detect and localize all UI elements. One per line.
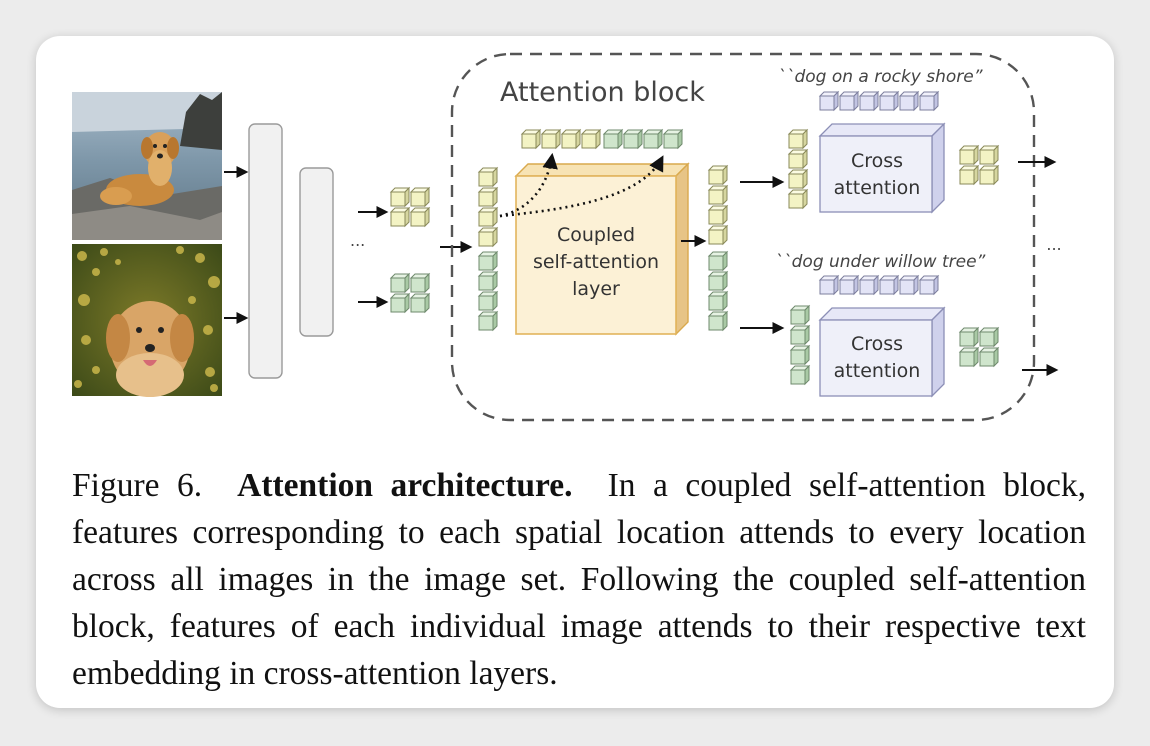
- attention-architecture-diagram: ... Attention block Coupled self-attenti…: [72, 52, 1062, 422]
- encoder-ellipsis: ...: [350, 231, 365, 250]
- coupled-layer-line-1: Coupled: [557, 224, 635, 246]
- image-tokens-cross-1: [788, 129, 808, 209]
- cross-attention-1-line-1: Cross: [851, 150, 903, 172]
- text-embedding-row-2: [819, 275, 939, 295]
- cross-attention-1-line-2: attention: [834, 177, 921, 199]
- cross-attention-block-1: [818, 122, 946, 214]
- attention-block-title: Attention block: [500, 77, 705, 108]
- cross-attention-2-line-2: attention: [834, 360, 921, 382]
- text-prompt-1: ``dog on a rocky shore”: [777, 67, 982, 87]
- image-tokens-cross-2: [790, 305, 810, 385]
- token-column-output: [708, 165, 728, 331]
- input-image-dog-willow-tree: [72, 244, 222, 397]
- input-image-dog-rocky-shore: [72, 92, 222, 240]
- feature-grid-yellow: [390, 187, 430, 227]
- text-prompt-2: ``dog under willow tree”: [775, 252, 986, 272]
- attention-block-border: [450, 52, 1036, 422]
- output-grid-1: [959, 145, 999, 185]
- token-column-input: [478, 167, 498, 331]
- caption-title: Attention architecture.: [237, 467, 573, 504]
- caption-body: In a coupled self-attention block, featu…: [72, 467, 1087, 692]
- output-grid-2: [959, 327, 999, 367]
- right-ellipsis: ...: [1046, 235, 1061, 254]
- token-row-keys: [521, 129, 683, 149]
- coupled-layer-line-3: layer: [572, 278, 620, 300]
- figure-caption: Figure 6. Attention architecture. In a c…: [72, 462, 1086, 697]
- attention-arrow-cross-image: [499, 155, 664, 218]
- cross-attention-block-2: [818, 306, 946, 398]
- caption-prefix: Figure 6.: [72, 467, 203, 504]
- encoder-layer-1: [248, 123, 283, 379]
- coupled-layer-line-2: self-attention: [533, 251, 659, 273]
- cross-attention-2-line-1: Cross: [851, 333, 903, 355]
- feature-grid-green: [390, 273, 430, 313]
- text-embedding-row-1: [819, 91, 939, 111]
- coupled-self-attention-layer: [514, 162, 690, 336]
- encoder-layer-2: [299, 167, 334, 337]
